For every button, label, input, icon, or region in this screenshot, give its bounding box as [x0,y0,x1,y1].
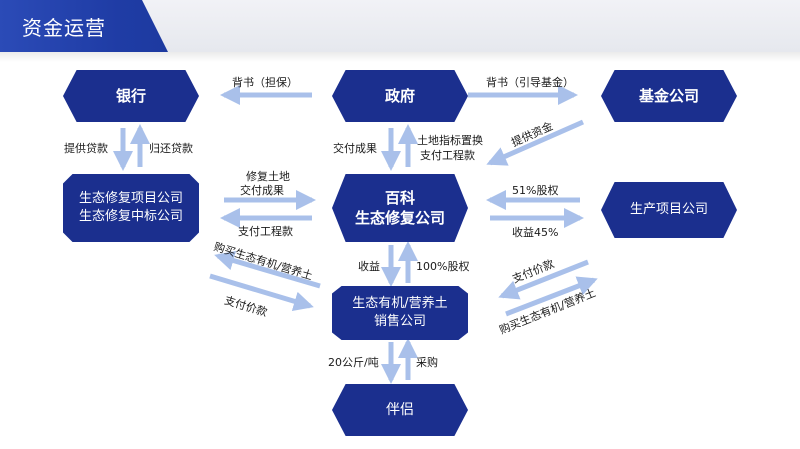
label-land-index-line2: 支付工程款 [420,149,475,162]
label-endorse-guarantee: 背书（担保） [232,76,298,89]
node-fund-company-label: 基金公司 [638,86,699,105]
label-equity-100: 100%股权 [416,260,470,273]
node-eco-project-company-line2: 生态修复中标公司 [78,209,183,224]
node-production-project-company: 生产项目公司 [601,182,737,238]
header-shadow [0,52,800,62]
arrow-buy-soil-right [505,276,598,317]
label-pay-project-funds: 支付工程款 [238,225,293,238]
node-baike-line1: 百科 [384,188,415,207]
node-partner-label: 伴侣 [386,401,414,418]
label-income-45: 收益45% [512,226,559,239]
node-baike-line2: 生态修复公司 [354,209,445,227]
label-endorse-guide-fund: 背书（引导基金） [486,76,574,89]
label-per-20kg-ton: 20公斤/吨 [328,356,379,369]
arrow-buy-soil-left [214,250,321,289]
node-government: 政府 [332,70,468,122]
node-eco-project-company: 生态修复项目公司 生态修复中标公司 [63,174,199,242]
node-fund-company: 基金公司 [601,70,737,122]
label-deliver-results: 交付成果 [333,142,377,155]
node-organic-soil-sales-line1: 生态有机/营养土 [352,296,448,312]
node-government-label: 政府 [384,86,415,105]
label-restore-land-line2: 交付成果 [240,184,284,197]
node-bank: 银行 [63,70,199,122]
node-organic-soil-sales: 生态有机/营养土 销售公司 [332,286,468,340]
label-restore-land-line1: 修复土地 [246,170,290,183]
page-title: 资金运营 [22,16,106,40]
node-production-project-company-label: 生产项目公司 [629,202,708,218]
label-provide-loan: 提供贷款 [64,142,108,155]
label-equity-51: 51%股权 [512,184,559,197]
label-purchase: 采购 [416,356,438,369]
arrow-pay-price-left [209,273,314,311]
arrow-pay-price-right [498,259,589,300]
label-land-index-line1: 土地指标置换 [417,134,483,147]
node-partner: 伴侣 [332,384,468,436]
header-tab [0,0,168,52]
node-eco-project-company-line1: 生态修复项目公司 [78,191,183,207]
label-repay-loan: 归还贷款 [149,142,193,155]
label-income: 收益 [358,260,380,273]
node-bank-label: 银行 [115,86,146,105]
arrow-provide-funds [486,119,585,166]
node-organic-soil-sales-line2: 销售公司 [373,314,426,329]
node-baike: 百科 生态修复公司 [332,174,468,242]
